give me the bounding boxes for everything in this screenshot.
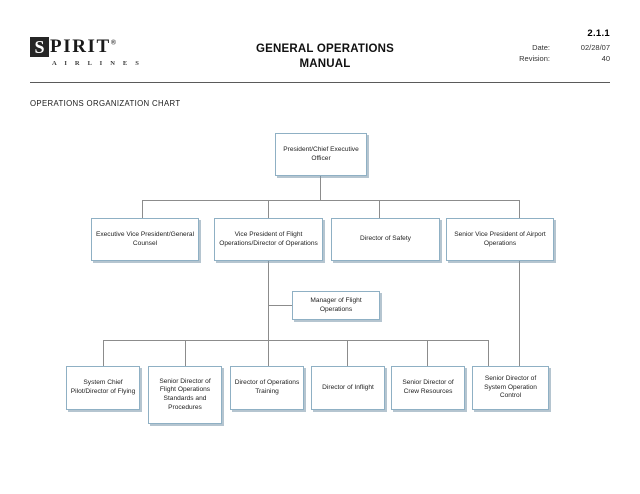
- connector-drop-sdcr: [427, 340, 428, 366]
- logo-text-value: PIRIT: [50, 36, 111, 57]
- node-executive-vice-president-general-counsel[interactable]: Executive Vice President/General Counsel: [91, 218, 199, 261]
- manual-title-line-2: MANUAL: [299, 58, 351, 70]
- connector-svpao-spine: [519, 261, 520, 366]
- connector-drop-svpao: [519, 200, 520, 218]
- connector-drop-vpfo: [268, 200, 269, 218]
- node-label: System Chief Pilot/Director of Flying: [70, 379, 136, 395]
- connector-drop-dos: [379, 200, 380, 218]
- logo-s-mark: S: [30, 37, 49, 57]
- node-senior-director-of-crew-resources[interactable]: Senior Director of Crew Resources: [391, 366, 465, 410]
- connector-level3-bus: [103, 340, 488, 341]
- connector-drop-doi: [347, 340, 348, 366]
- node-label: Senior Director of System Operation Cont…: [484, 375, 537, 400]
- manual-title: GENERAL OPERATIONS MANUAL: [190, 42, 460, 72]
- connector-drop-sdsoc: [488, 340, 489, 366]
- section-title: OPERATIONS ORGANIZATION CHART: [30, 99, 181, 108]
- logo-subtext: A I R L I N E S: [52, 60, 143, 67]
- node-label: Director of Operations Training: [234, 379, 300, 395]
- node-label: Senior Vice President of Airport Operati…: [454, 230, 546, 247]
- node-label: Manager of Flight Operations: [310, 296, 362, 313]
- revision-row: Revision: 40: [460, 53, 610, 64]
- logo-text: PIRIT®: [50, 36, 116, 58]
- connector-drop-dot: [268, 340, 269, 366]
- page-header: S PIRIT® A I R L I N E S GENERAL OPERATI…: [30, 28, 610, 82]
- node-label: President/Chief Executive Officer: [283, 145, 359, 162]
- spirit-airlines-logo: S PIRIT® A I R L I N E S: [30, 36, 170, 67]
- node-label: Director of Inflight: [322, 383, 374, 391]
- node-label: Director of Safety: [360, 235, 411, 243]
- node-label: Executive Vice President/General Counsel: [95, 230, 195, 247]
- connector-ceo-stem: [320, 176, 321, 201]
- node-president-chief-executive-officer[interactable]: President/Chief Executive Officer: [275, 133, 367, 176]
- node-director-of-inflight[interactable]: Director of Inflight: [311, 366, 385, 410]
- manual-title-line-1: GENERAL OPERATIONS: [256, 43, 394, 55]
- connector-drop-sdfosp: [185, 340, 186, 366]
- logo-trademark-icon: ®: [110, 38, 117, 47]
- node-senior-director-of-system-operation-control[interactable]: Senior Director of System Operation Cont…: [472, 366, 549, 410]
- node-label: Senior Director of Crew Resources: [402, 379, 454, 395]
- connector-mgrfo-branch: [268, 305, 292, 306]
- document-number: 2.1.1: [587, 28, 610, 39]
- date-row: Date: 02/28/07: [460, 42, 610, 53]
- connector-drop-scp: [103, 340, 104, 366]
- node-director-of-operations-training[interactable]: Director of Operations Training: [230, 366, 304, 410]
- node-system-chief-pilot-director-of-flying[interactable]: System Chief Pilot/Director of Flying: [66, 366, 140, 410]
- node-manager-of-flight-operations[interactable]: Manager of Flight Operations: [292, 291, 380, 320]
- connector-drop-evp: [142, 200, 143, 218]
- logo-wordmark: S PIRIT®: [30, 36, 170, 58]
- node-senior-vice-president-airport-operations[interactable]: Senior Vice President of Airport Operati…: [446, 218, 554, 261]
- node-label: Senior Director of Flight Operations Sta…: [159, 377, 211, 411]
- header-divider: [30, 82, 610, 83]
- date-value: 02/28/07: [580, 43, 610, 52]
- node-senior-director-flight-operations-standards-procedures[interactable]: Senior Director of Flight Operations Sta…: [148, 366, 222, 424]
- connector-level1-bus: [142, 200, 519, 201]
- revision-value: 40: [601, 54, 610, 63]
- connector-vpfo-spine: [268, 261, 269, 366]
- date-label: Date:: [532, 43, 550, 52]
- node-label: Vice President of Flight Operations/Dire…: [219, 230, 318, 247]
- revision-label: Revision:: [519, 54, 550, 63]
- node-vice-president-flight-operations[interactable]: Vice President of Flight Operations/Dire…: [214, 218, 323, 261]
- header-metadata: 2.1.1 Date: 02/28/07 Revision: 40: [460, 28, 610, 64]
- node-director-of-safety[interactable]: Director of Safety: [331, 218, 440, 261]
